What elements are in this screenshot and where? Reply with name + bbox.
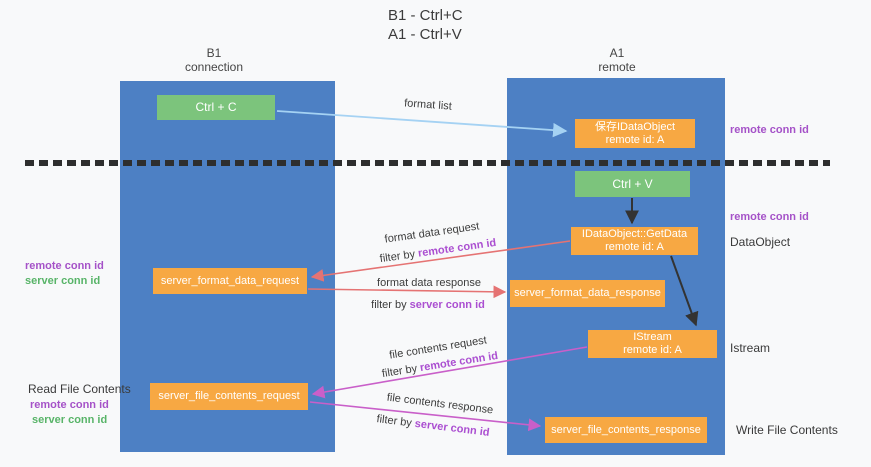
annotation-remote-conn-id-right-top: remote conn id [730, 124, 809, 136]
node-ctrl-c-label: Ctrl + C [195, 100, 237, 114]
annotation-remote-conn-id-right-mid: remote conn id [730, 211, 809, 223]
annotation-server-conn-id-left-format: server conn id [25, 275, 101, 287]
label-file-contents-response-text: file contents response [386, 391, 494, 417]
label-format-list: format list [404, 97, 452, 112]
lane-a1-role: remote [598, 60, 636, 74]
filter-by-prefix: filter by [375, 413, 416, 430]
label-filter-format-response: filter by server conn id [371, 299, 485, 311]
annotation-remote-conn-id-left-format: remote conn id [25, 260, 104, 272]
node-getdata-line2: remote id: A [605, 241, 664, 253]
lane-b1-name: B1 [206, 46, 222, 60]
node-format-request-label: server_format_data_request [160, 274, 300, 287]
label-format-data-response-text: format data response [377, 277, 481, 289]
filter-key-server-conn-id: server conn id [409, 299, 485, 311]
node-istream: IStream remote id: A [588, 330, 717, 358]
title-line-1: B1 - Ctrl+C [388, 7, 463, 24]
node-ctrl-c: Ctrl + C [157, 95, 275, 120]
node-server-format-data-request: server_format_data_request [153, 268, 307, 294]
node-saved-idataobject-line1: 保存IDataObject [594, 120, 676, 133]
annotation-write-file-contents: Write File Contents [736, 423, 838, 437]
label-filter-file-response: filter by server conn id [376, 413, 490, 439]
node-istream-line1: IStream [633, 331, 672, 343]
node-saved-idataobject-line2: remote id: A [605, 133, 665, 146]
node-format-response-label: server_format_data_response [514, 287, 661, 299]
session-divider-dashed-line [25, 160, 830, 166]
node-file-request-label: server_file_contents_request [158, 390, 300, 402]
node-getdata-line1: IDataObject::GetData [581, 228, 688, 240]
annotation-server-conn-id-left-file: server conn id [32, 414, 108, 426]
label-format-list-text: format list [403, 97, 453, 113]
label-format-data-response: format data response [377, 277, 481, 289]
node-server-file-contents-response: server_file_contents_response [545, 417, 707, 443]
node-saved-idataobject: 保存IDataObject remote id: A [575, 119, 695, 148]
annotation-read-file-contents: Read File Contents [28, 382, 131, 396]
node-istream-line2: remote id: A [623, 344, 682, 356]
diagram-title: B1 - Ctrl+C A1 - Ctrl+V [388, 6, 463, 44]
filter-by-prefix: filter by [381, 362, 422, 381]
node-ctrl-v: Ctrl + V [575, 171, 690, 197]
node-server-file-contents-request: server_file_contents_request [150, 383, 308, 410]
lane-b1-role: connection [184, 60, 244, 74]
annotation-remote-conn-id-left-file: remote conn id [30, 399, 109, 411]
filter-by-prefix: filter by [379, 247, 419, 266]
node-file-response-label: server_file_contents_response [551, 423, 701, 436]
filter-key-remote-conn-id: remote conn id [417, 236, 497, 260]
annotation-istream: Istream [730, 341, 771, 355]
arrow-format-data-response [307, 285, 507, 299]
annotation-dataobject: DataObject [730, 235, 791, 249]
node-ctrl-v-label: Ctrl + V [612, 176, 653, 191]
lane-header-a1: A1 remote [537, 46, 697, 74]
filter-key-server-conn-id: server conn id [414, 417, 491, 439]
lane-header-b1: B1 connection [134, 46, 294, 74]
filter-by-prefix: filter by [371, 299, 410, 311]
label-file-contents-response: file contents response [386, 392, 494, 417]
lane-a1-name: A1 [609, 46, 625, 60]
title-line-2: A1 - Ctrl+V [388, 26, 462, 43]
node-idataobject-getdata: IDataObject::GetData remote id: A [571, 227, 698, 255]
node-server-format-data-response: server_format_data_response [510, 280, 665, 307]
